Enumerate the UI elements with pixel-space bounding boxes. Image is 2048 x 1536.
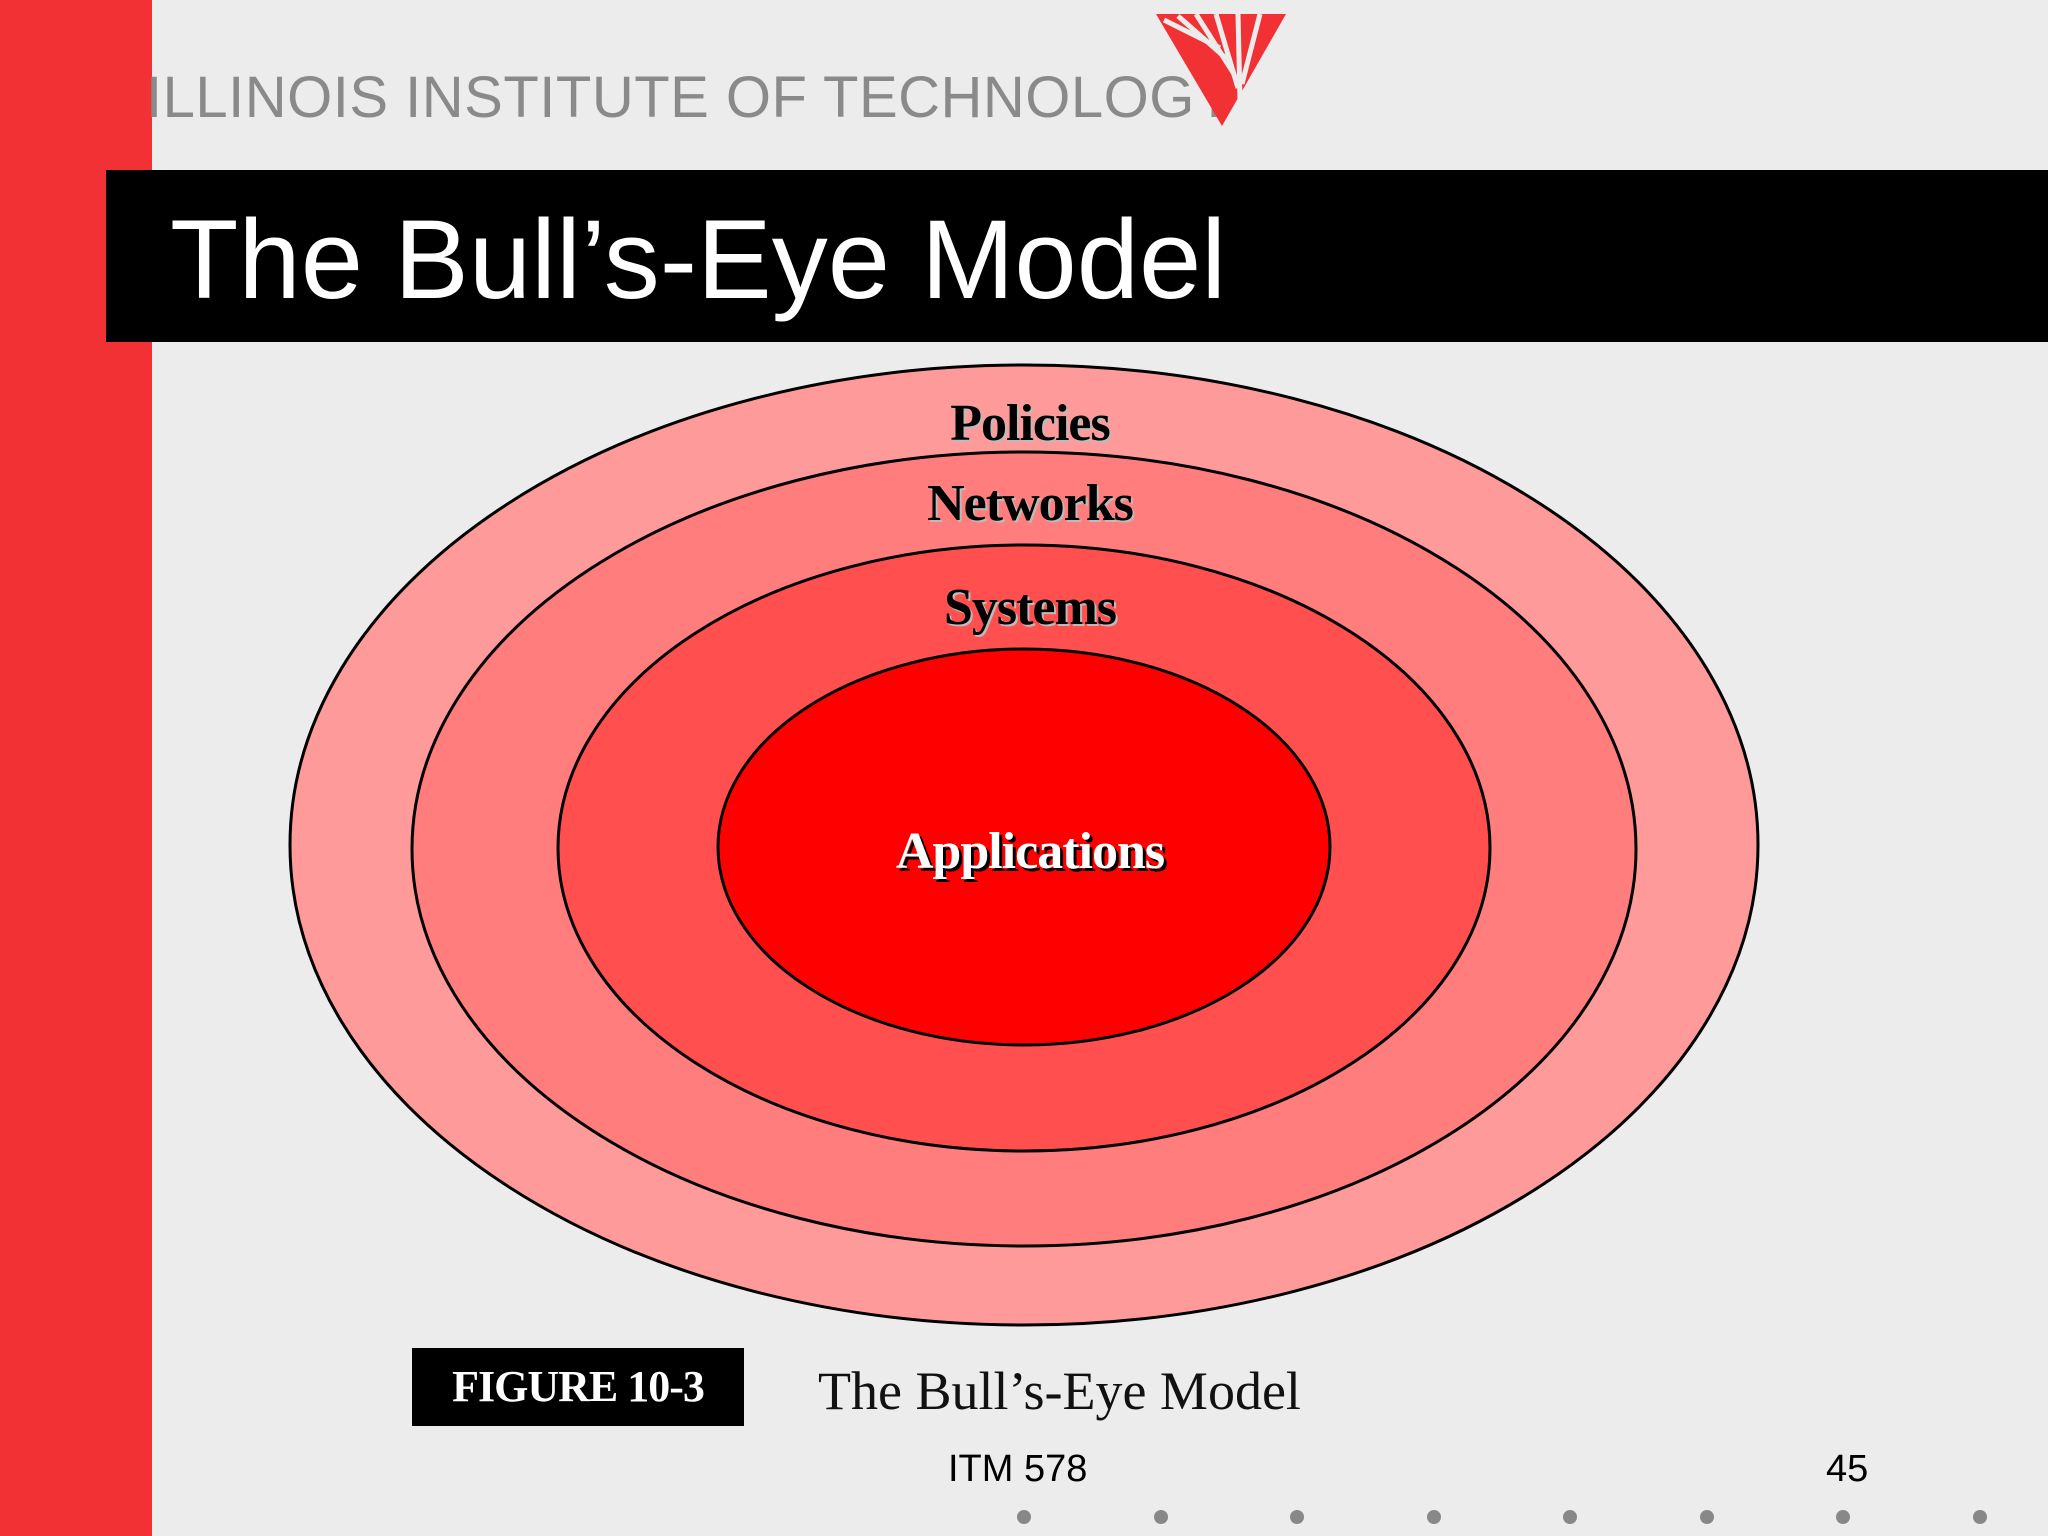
footer-dot xyxy=(1290,1510,1304,1524)
footer-dot xyxy=(1427,1510,1441,1524)
title-band: The Bull’s-Eye Model xyxy=(106,170,2048,342)
ring-label-systems: Systems xyxy=(943,579,1117,636)
figure-caption: The Bull’s-Eye Model xyxy=(818,1361,1301,1421)
footer-dot xyxy=(1836,1510,1850,1524)
footer-dot xyxy=(1017,1510,1031,1524)
figure-badge: FIGURE 10-3 xyxy=(412,1348,744,1426)
footer-dot xyxy=(1973,1510,1987,1524)
footer-dot xyxy=(1700,1510,1714,1524)
iit-logo-icon xyxy=(1156,14,1286,126)
course-code: ITM 578 xyxy=(948,1448,1088,1490)
page-number: 45 xyxy=(1826,1448,1869,1490)
ring-applications xyxy=(716,647,1332,1047)
footer-dot xyxy=(1154,1510,1168,1524)
ring-label-applications: Applications xyxy=(895,823,1165,880)
ring-label-networks: Networks xyxy=(927,475,1134,532)
slide-title: The Bull’s-Eye Model xyxy=(170,197,1227,322)
institution-name: ILLINOIS INSTITUTE OF TECHNOLOGY xyxy=(146,65,1235,130)
ring-label-policies: Policies xyxy=(950,395,1111,452)
footer-dot xyxy=(1563,1510,1577,1524)
